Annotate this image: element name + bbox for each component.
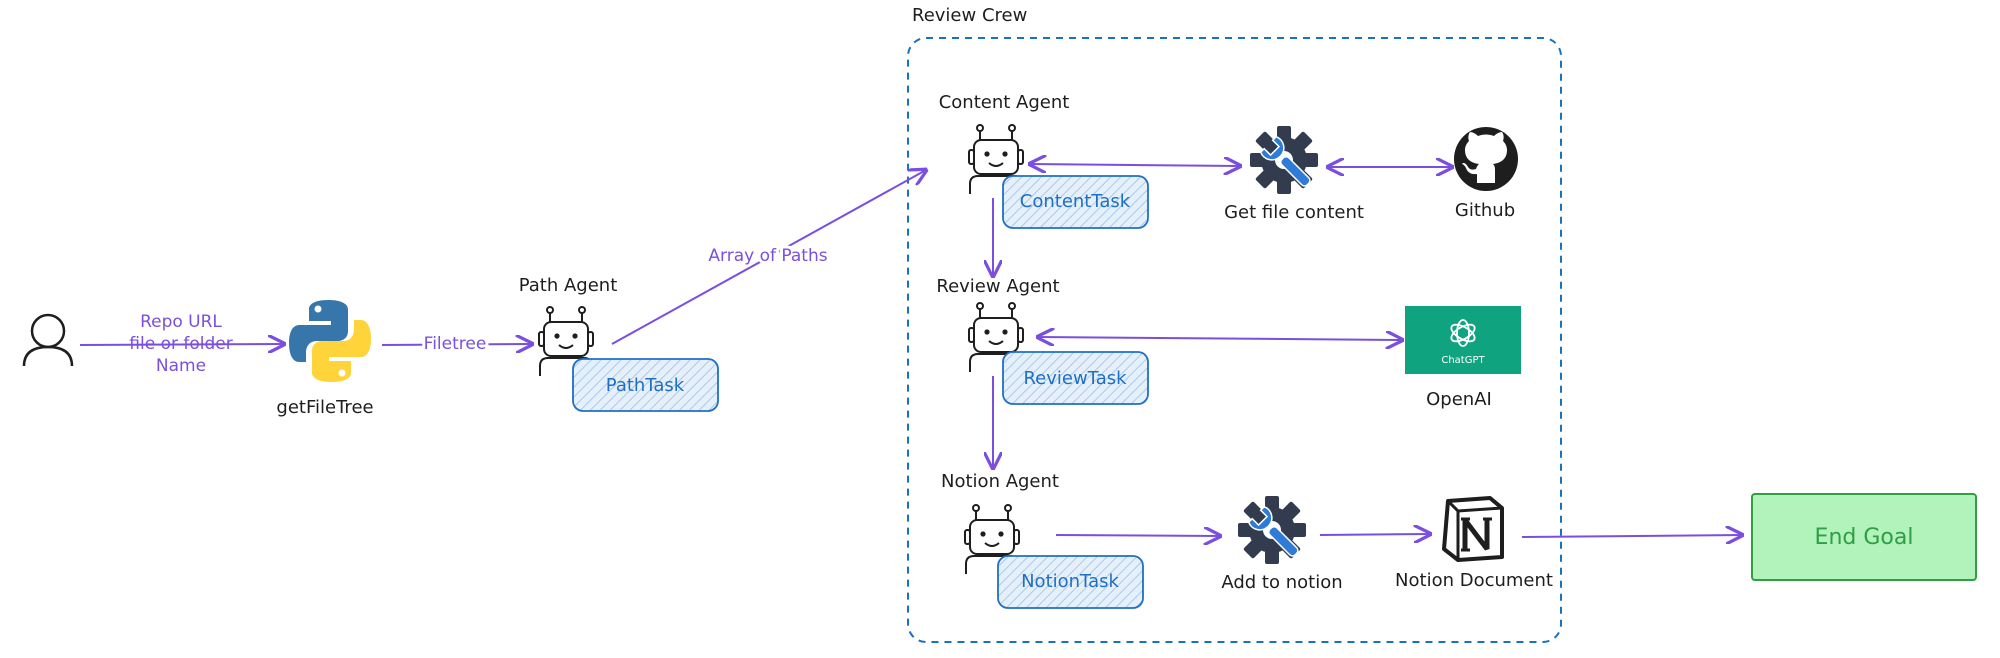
edge-label-repo-line1: Repo URL [140, 312, 222, 332]
notion-document-label: Notion Document [1395, 570, 1553, 591]
edge-label-filetree: Filetree [424, 334, 487, 354]
notion-task-box [997, 555, 1144, 609]
arrow-notion-document-to-end-goal [1521, 535, 1742, 537]
arrow-review-agent-to-openai [1038, 337, 1402, 340]
arrow-notion-agent-to-add-to-notion [1055, 535, 1220, 536]
github-label: Github [1455, 200, 1515, 221]
add-to-notion-tool-icon [1237, 495, 1307, 565]
arrow-user-to-getfiletree [79, 344, 284, 345]
user-icon [22, 313, 74, 367]
edge-label-repo-line2: file or folder [129, 334, 232, 354]
edge-label-repo-line3: Name [156, 356, 206, 376]
path-agent-label: Path Agent [519, 275, 618, 296]
getfiletree-label: getFileTree [276, 397, 373, 418]
review-task-box [1002, 351, 1149, 405]
arrow-getfiletree-to-path-agent [381, 344, 532, 345]
arrow-content-agent-to-get-file-content [1030, 164, 1240, 166]
openai-label: OpenAI [1426, 389, 1492, 410]
path-task-box [572, 358, 719, 412]
path-task-label: PathTask [606, 375, 685, 396]
review-agent-label: Review Agent [936, 276, 1059, 297]
python-icon [289, 300, 371, 382]
content-task-box [1002, 175, 1149, 229]
end-goal-box [1751, 493, 1977, 581]
review-task-label: ReviewTask [1023, 368, 1127, 389]
content-agent-label: Content Agent [939, 92, 1070, 113]
notion-task-label: NotionTask [1021, 571, 1119, 592]
add-to-notion-label: Add to notion [1221, 572, 1342, 593]
notion-logo-icon [1442, 496, 1504, 562]
github-icon [1454, 127, 1518, 191]
content-task-label: ContentTask [1020, 191, 1131, 212]
arrow-path-to-content-agent [611, 170, 926, 345]
get-file-content-tool-icon [1249, 125, 1319, 195]
edge-label-array-of-paths: Array of Paths [708, 246, 827, 266]
review-crew-container [907, 37, 1562, 643]
end-goal-label: End Goal [1815, 525, 1914, 550]
chatgpt-badge-text: ChatGPT [1441, 355, 1485, 366]
arrow-add-to-notion-to-document [1319, 534, 1430, 535]
notion-agent-label: Notion Agent [941, 471, 1059, 492]
openai-chatgpt-icon: ChatGPT [1405, 306, 1521, 374]
review-crew-title: Review Crew [912, 5, 1027, 26]
get-file-content-label: Get file content [1224, 202, 1364, 223]
